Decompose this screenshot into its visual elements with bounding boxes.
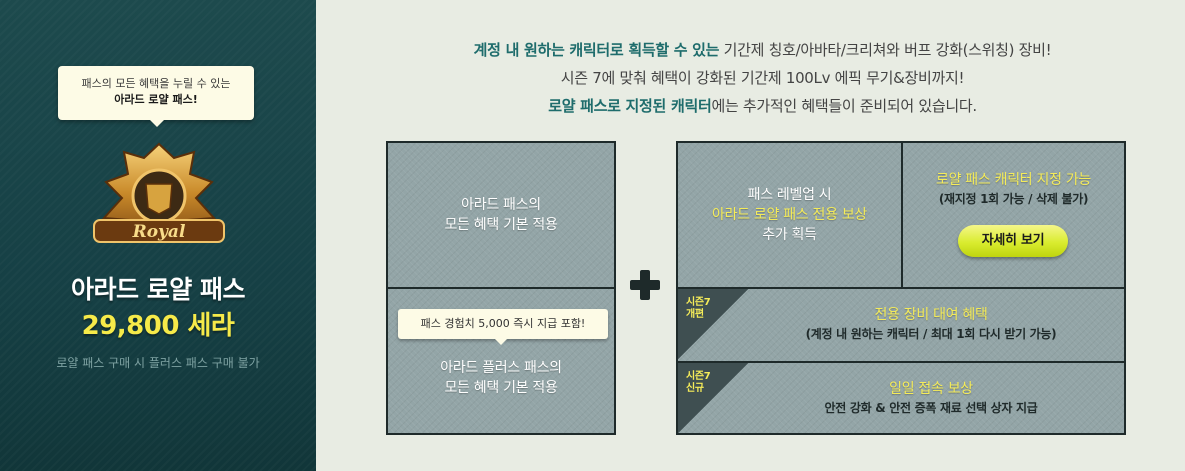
divider	[388, 287, 614, 289]
character-designation: 로얄 패스 캐릭터 지정 가능 (재지정 1회 가능 / 삭제 불가)	[936, 172, 1091, 206]
royal-benefits-box: 패스 레벨업 시 아라드 로얄 패스 전용 보상 추가 획득 로얄 패스 캐릭터…	[676, 141, 1126, 435]
divider	[901, 143, 903, 287]
svg-text:Royal: Royal	[132, 222, 186, 242]
pass-price: 29,800 세라	[81, 311, 235, 341]
tooltip-line-2: 아라드 로얄 패스!	[114, 93, 198, 106]
royal-pass-panel: 패스의 모든 혜택을 누릴 수 있는 아라드 로얄 패스! Royal 아라드 …	[0, 0, 316, 471]
view-details-button[interactable]: 자세히 보기	[958, 225, 1068, 257]
intro-description: 계정 내 원하는 캐릭터로 획득할 수 있는 기간제 칭호/아바타/크리쳐와 버…	[340, 36, 1185, 120]
pass-title: 아라드 로얄 패스	[71, 275, 245, 304]
exp-bonus-tooltip: 패스 경험치 5,000 즉시 지급 포함!	[398, 309, 608, 345]
levelup-reward: 패스 레벨업 시 아라드 로얄 패스 전용 보상 추가 획득	[712, 187, 867, 243]
tooltip-line-1: 패스의 모든 혜택을 누릴 수 있는	[81, 77, 231, 90]
season-badge	[678, 363, 748, 433]
daily-login-reward: 일일 접속 보상 안전 강화 & 안전 증폭 재료 선택 상자 지급	[824, 381, 1038, 415]
benefit-tooltip: 패스의 모든 혜택을 누릴 수 있는 아라드 로얄 패스!	[58, 66, 254, 127]
intro-line-2: 시즌 7에 맞춰 혜택이 강화된 기간제 100Lv 에픽 무기&장비까지!	[560, 69, 965, 87]
arad-pass-benefit: 아라드 패스의 모든 혜택 기본 적용	[444, 197, 558, 233]
base-benefits-box: 아라드 패스의 모든 혜택 기본 적용 아라드 플러스 패스의 모든 혜택 기본…	[386, 141, 616, 435]
season-badge-label: 시즌7 개편	[686, 297, 711, 320]
purchase-note: 로얄 패스 구매 시 플러스 패스 구매 불가	[56, 356, 260, 370]
intro-line-3: 로얄 패스로 지정된 캐릭터에는 추가적인 혜택들이 준비되어 있습니다.	[548, 97, 977, 115]
royal-emblem-icon: Royal	[93, 142, 225, 244]
season-badge	[678, 289, 748, 359]
plus-pass-benefit: 아라드 플러스 패스의 모든 혜택 기본 적용	[440, 360, 562, 396]
plus-icon	[628, 268, 662, 302]
divider	[678, 361, 1124, 363]
intro-line-1: 계정 내 원하는 캐릭터로 획득할 수 있는 기간제 칭호/아바타/크리쳐와 버…	[473, 41, 1052, 59]
equipment-rental: 전용 장비 대여 혜택 (계정 내 원하는 캐릭터 / 최대 1회 다시 받기 …	[805, 307, 1057, 341]
season-badge-label: 시즌7 신규	[686, 371, 711, 394]
divider	[678, 287, 1124, 289]
